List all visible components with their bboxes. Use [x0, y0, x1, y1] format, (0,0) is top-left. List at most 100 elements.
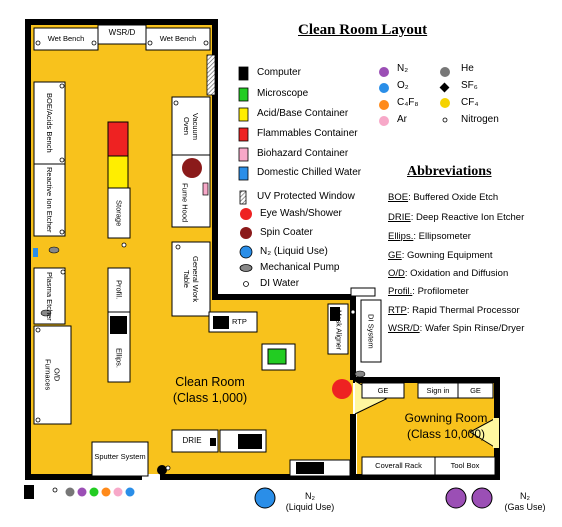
abbr-boe: BOE: Buffered Oxide Etch: [388, 192, 499, 203]
sputter-system: [91, 441, 149, 477]
tool-box: [434, 456, 496, 476]
drie-computer-left: [210, 438, 216, 446]
n2-liquid-tank: [254, 487, 276, 509]
ge-right: [457, 382, 494, 399]
legend-label-computer: Computer: [257, 67, 301, 78]
n2-liquid-label: N₂ (Liquid Use): [285, 491, 335, 512]
general-work-table: [171, 241, 211, 317]
sign-in-label: Sign in: [426, 386, 450, 395]
abbr-wsrd: WSR/D: Wafer Spin Rinse/Dryer: [388, 323, 525, 334]
gas-label-sf6: SF₆: [461, 80, 478, 91]
boe-acids-bench: [33, 81, 66, 165]
gas-label-o2: O₂: [397, 80, 409, 91]
legend-label-acid-base: Acid/Base Container: [257, 108, 349, 119]
uv-window: [206, 54, 216, 96]
di-system-cap: [350, 287, 376, 297]
legend-label-flammables: Flammables Container: [257, 128, 358, 139]
plasma-etcher: [33, 267, 66, 325]
gas-label-cf4: CF₄: [461, 97, 479, 108]
mask-aligner-label: Mask Aligner: [334, 309, 342, 351]
od-furnaces: [33, 325, 72, 425]
legend-label-chilled-water: Domestic Chilled Water: [257, 167, 362, 178]
gas-o2: [125, 487, 135, 497]
legend-label-mech-pump: Mechanical Pump: [260, 262, 340, 273]
gas-label-c4f8: C₄F₈: [397, 97, 419, 108]
storage-label: Storage: [114, 199, 124, 227]
rtp-computer: [213, 316, 229, 329]
storage: [107, 187, 131, 239]
mechanical-pump: [40, 309, 52, 317]
di-water-outlets: [35, 40, 356, 493]
mechanical-pump: [354, 370, 366, 378]
eye-wash-shower: [332, 379, 352, 399]
gas-label-n2: N₂: [397, 63, 409, 74]
drie-label: DRIE: [182, 436, 202, 445]
gas-label-ar: Ar: [397, 114, 407, 125]
n2-gas-tank: [445, 487, 467, 509]
gas-label-nitrogen: Nitrogen: [461, 114, 499, 125]
boe-acids-bench-label: BOE/Acids Bench: [45, 93, 54, 153]
wet-bench-right: [145, 27, 211, 51]
spin-coater-sputter: [157, 465, 167, 475]
flammables-container: [107, 121, 129, 157]
wet-bench-right-label: Wet Bench: [159, 34, 197, 43]
tool-box-label: Tool Box: [450, 461, 480, 470]
gas-he: [65, 487, 75, 497]
ellips-label: Ellips.: [114, 347, 124, 368]
mask-aligner-computer: [330, 307, 340, 321]
profilometer-computer: [110, 316, 127, 334]
od-furnaces-label: O/D Furnaces: [43, 359, 62, 391]
legend-label-eye-wash: Eye Wash/Shower: [260, 208, 342, 219]
wsr-d-label: WSR/D: [108, 28, 136, 37]
domestic-chilled-water: [33, 248, 38, 257]
gas-c4f8: [101, 487, 111, 497]
general-work-table-label: General Work Table: [182, 255, 200, 303]
walls: [25, 19, 500, 480]
rtp-label: RTP: [232, 317, 247, 326]
coverall-rack-label: Coverall Rack: [375, 461, 422, 470]
vacuum-oven-label: Vacuum Oven: [182, 112, 200, 140]
page-title: Clean Room Layout: [298, 22, 428, 38]
vacuum-oven: [171, 96, 211, 156]
microscope: [267, 348, 287, 365]
legend-label-uv-window: UV Protected Window: [257, 191, 355, 202]
door-gowning-room[interactable]: [468, 417, 497, 449]
bottom-table-computer: [296, 462, 324, 474]
ge-right-label: GE: [470, 386, 481, 395]
abbreviations-title: Abbreviations: [407, 164, 492, 179]
gowning-room-label: Gowning Room (Class 10,000): [404, 411, 488, 441]
gas-cf4: [89, 487, 99, 497]
legend-label-n2-liquid: N₂ (Liquid Use): [260, 246, 328, 257]
gas-label-he: He: [461, 63, 474, 74]
n2-gas-label: N₂ (Gas Use): [504, 491, 546, 512]
abbr-ge: GE: Gowning Equipment: [388, 250, 493, 261]
gas-n2: [77, 487, 87, 497]
gas-ar: [113, 487, 123, 497]
acid-base-container: [107, 155, 129, 189]
gas-manifold: [24, 485, 34, 499]
legend-label-microscope: Microscope: [257, 88, 309, 99]
abbr-profil: Profil.: Profilometer: [388, 286, 469, 297]
profil-label: Profil.: [114, 280, 124, 300]
sputter-system-label: Sputter System: [94, 452, 146, 461]
fume-hood-label: Fume Hood: [180, 183, 190, 223]
n2-gas-tank: [471, 487, 493, 509]
wet-bench-left-label: Wet Bench: [47, 34, 85, 43]
drie-computer: [238, 434, 262, 449]
clean-room-label: Clean Room (Class 1,000): [172, 375, 248, 405]
abbr-ellips: Ellips.: Ellipsometer: [388, 231, 471, 242]
ge-left: [361, 382, 405, 399]
abbr-rtp: RTP: Rapid Thermal Processor: [388, 305, 520, 316]
drie: [171, 429, 219, 453]
reactive-ion-etcher: [33, 163, 66, 237]
reactive-ion-etcher-label: Reactive Ion Etcher: [45, 167, 54, 233]
abbr-od: O/D: Oxidation and Diffusion: [388, 268, 509, 279]
biohazard-container: [202, 182, 209, 196]
legend-swatches: [238, 66, 253, 287]
ge-left-label: GE: [377, 386, 389, 395]
plasma-etcher-label: Plasma Etcher: [45, 271, 54, 321]
di-system-label: DI System: [366, 313, 376, 349]
legend-label-biohazard: Biohazard Container: [257, 148, 349, 159]
mechanical-pump: [48, 246, 60, 254]
